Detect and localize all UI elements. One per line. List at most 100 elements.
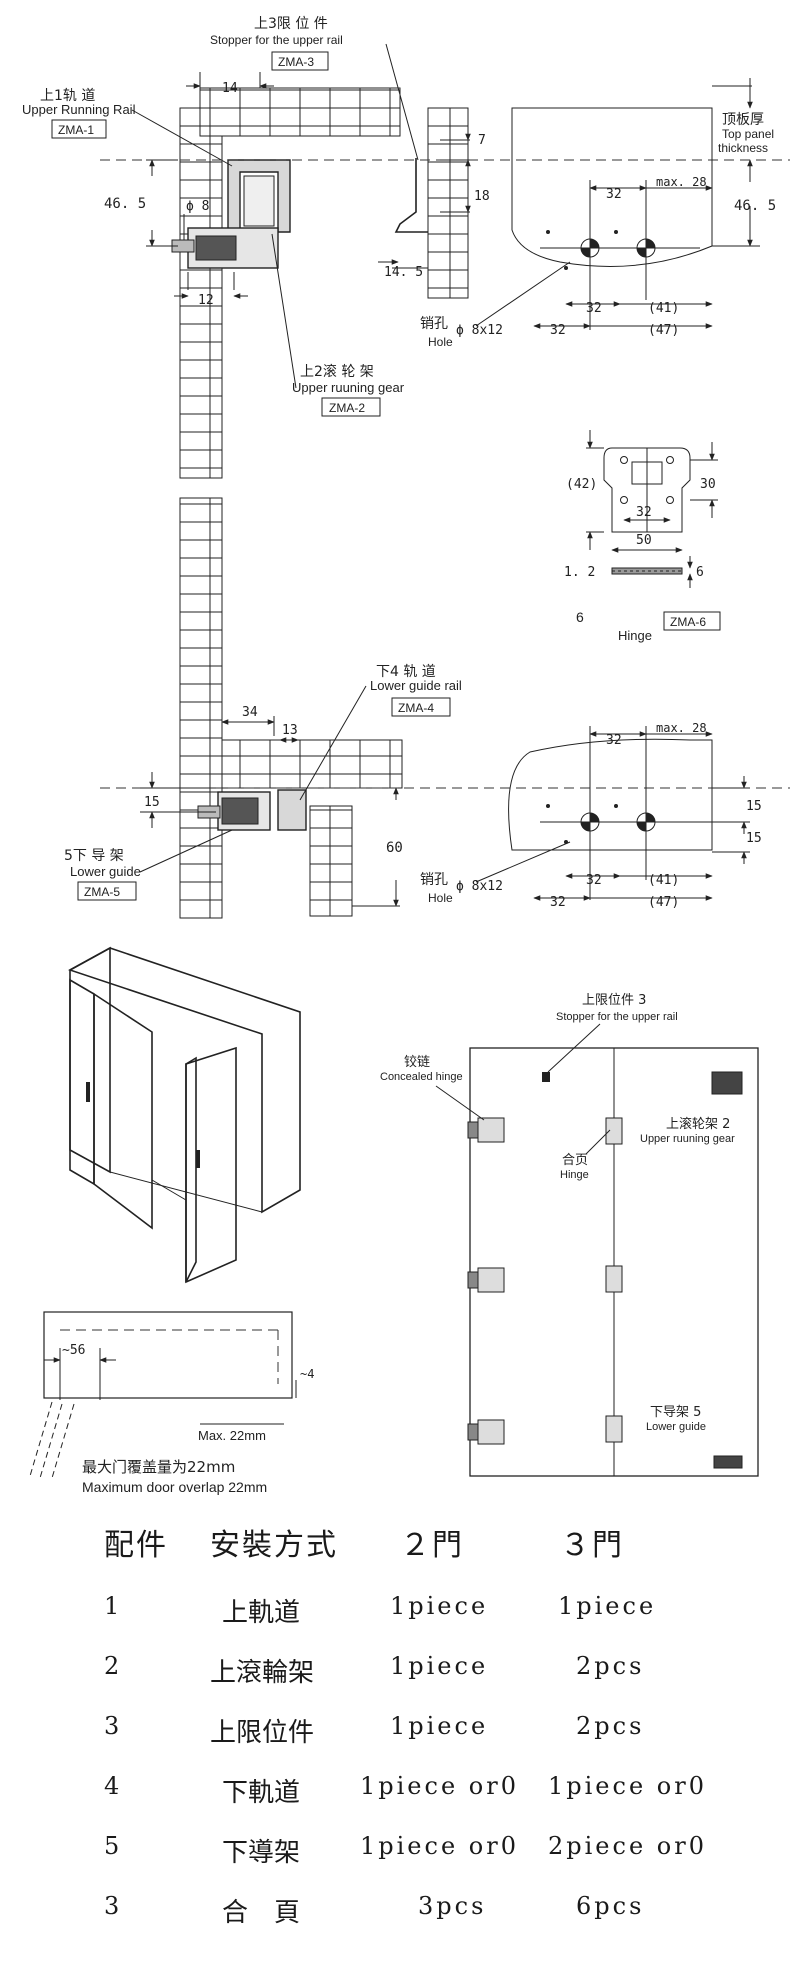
top-panel-label-en1: Top panel — [722, 127, 774, 141]
row-number: 5 — [104, 1832, 123, 1860]
elev-stopper-cn: 上限位件 3 — [582, 993, 646, 1008]
elev-hinge-cn: 合页 — [562, 1153, 588, 1168]
lower-rail-label-cn: 下4 轨 道 — [376, 664, 436, 680]
table-row: 5 下導架 1piece or0 2piece or0 — [60, 1832, 760, 1872]
dim-13: 13 — [282, 723, 298, 738]
gear-code: ZMA-2 — [329, 401, 365, 415]
door-panel-wall-lower — [179, 497, 223, 919]
dim-30: 30 — [700, 477, 716, 492]
cabinet-door-right — [185, 1046, 237, 1284]
row-number: 3 — [104, 1712, 123, 1740]
gear-label-en: Upper ruuning gear — [292, 380, 405, 395]
table-row: 3 上限位件 1piece 2pcs — [60, 1712, 760, 1752]
overlap-caption-cn: 最大门覆盖量为22mm — [82, 1458, 235, 1476]
dim-50: 50 — [636, 533, 652, 548]
row-three-door: 2pcs — [576, 1652, 645, 1680]
table-row: 1 上軌道 1piece 1piece — [60, 1592, 760, 1632]
lower-rail-code: ZMA-4 — [398, 701, 434, 715]
row-part-name: 合 頁 — [222, 1898, 301, 1928]
row-number: 3 — [104, 1892, 123, 1920]
dim-32-bottom-mid: 32 — [586, 873, 602, 888]
row-two-door: 3pcs — [418, 1892, 487, 1920]
overlap-caption-en: Maximum door overlap 22mm — [82, 1479, 267, 1495]
stopper-bracket — [394, 158, 428, 233]
bottom-panel-plan — [508, 738, 713, 851]
concealed-hinge-mid — [467, 1267, 505, 1293]
dim-max22: Max. 22mm — [198, 1428, 266, 1443]
upper-assembly-section: 14 46. 5 ϕ 8 12 7 18 14. 5 上1轨 道 Upper R… — [22, 16, 790, 919]
hinge-plate — [603, 447, 691, 533]
cabinet-door-left — [69, 978, 95, 1186]
hinge-code: ZMA-6 — [670, 615, 706, 629]
hole-label-cn-bottom: 销孔 — [420, 872, 448, 888]
dim-34: 34 — [242, 705, 258, 720]
dim-41-top: (41) — [648, 301, 679, 316]
concealed-hinge-top — [467, 1117, 505, 1143]
header-three-door: ３門 — [560, 1528, 624, 1563]
elev-guide-en: Lower guide — [646, 1421, 706, 1433]
lower-rail-profile — [277, 789, 307, 831]
row-three-door: 1piece — [558, 1592, 657, 1620]
dim-max28-bottom: max. 28 — [656, 721, 707, 735]
row-two-door: 1piece or0 — [360, 1832, 519, 1860]
stopper-label-en: Stopper for the upper rail — [210, 33, 343, 47]
dim-32-mid: 32 — [586, 301, 602, 316]
elevation-hinge-top — [605, 1117, 623, 1145]
upper-rail-label-cn: 上1轨 道 — [40, 88, 95, 104]
table-row: 4 下軌道 1piece or0 1piece or0 — [60, 1772, 760, 1812]
row-three-door: 6pcs — [576, 1892, 645, 1920]
row-three-door: 2piece or0 — [548, 1832, 707, 1860]
hinge-label-number: 6 — [576, 609, 584, 625]
lower-guide-rollers — [221, 797, 259, 825]
lower-guide-label-en: Lower guide — [70, 864, 141, 879]
header-two-door: ２門 — [400, 1528, 464, 1563]
row-two-door: 1piece or0 — [360, 1772, 519, 1800]
hole-label-en-top: Hole — [428, 335, 453, 349]
upper-rail-inner — [243, 175, 275, 227]
upper-gear-rollers — [195, 235, 237, 261]
row-part-name: 下導架 — [222, 1838, 301, 1868]
dim-15-left: 15 — [144, 795, 160, 810]
upper-rail-label-en: Upper Running Rail — [22, 102, 136, 117]
hinge-detail: (42) 30 32 50 1. 2 6 6 Hinge ZMA-6 — [564, 430, 721, 643]
dim-phi8: ϕ 8 — [186, 199, 209, 214]
row-number: 1 — [104, 1592, 123, 1620]
elevation-hinge-mid — [605, 1265, 623, 1293]
dim-32-top: 32 — [606, 187, 622, 202]
row-three-door: 2pcs — [576, 1712, 645, 1740]
dim-32-hinge: 32 — [636, 505, 652, 520]
elev-guide-cn: 下导架 5 — [650, 1405, 701, 1420]
elevation-guide-icon — [713, 1455, 743, 1469]
upper-rail-code: ZMA-1 — [58, 123, 94, 137]
row-part-name: 上限位件 — [210, 1718, 315, 1748]
dim-32-bottom-top: 32 — [606, 733, 622, 748]
elev-stopper-en: Stopper for the upper rail — [556, 1011, 678, 1023]
hole-label-cn-top: 销孔 — [420, 316, 448, 332]
dim-47-bottom: (47) — [648, 895, 679, 910]
table-row: 3 合 頁 3pcs 6pcs — [60, 1892, 760, 1932]
dim-32-bottom-low: 32 — [550, 895, 566, 910]
dim-42: (42) — [566, 477, 597, 492]
dim-14: 14 — [222, 81, 238, 96]
elev-concealed-en: Concealed hinge — [380, 1071, 463, 1083]
top-panel-plan — [511, 107, 713, 267]
dim-18: 18 — [474, 189, 490, 204]
hole-label-en-bottom: Hole — [428, 891, 453, 905]
dim-4: ~4 — [300, 1367, 314, 1381]
row-three-door: 1piece or0 — [548, 1772, 707, 1800]
dim-15-right-a: 15 — [746, 799, 762, 814]
elev-gear-en: Upper ruuning gear — [640, 1133, 735, 1145]
table-row: 2 上滾輪架 1piece 2pcs — [60, 1652, 760, 1692]
row-two-door: 1piece — [390, 1712, 489, 1740]
hinge-side-view — [611, 567, 683, 575]
front-elevation: 上限位件 3 Stopper for the upper rail 铰链 Con… — [380, 993, 759, 1477]
dim-60: 60 — [386, 840, 403, 856]
row-two-door: 1piece — [390, 1592, 489, 1620]
elevation-gear-icon — [711, 1071, 743, 1095]
table-header: 配件 安裝方式 ２門 ３門 — [60, 1520, 760, 1563]
dim-12: 12 — [198, 293, 214, 308]
lower-side-wall — [309, 805, 353, 917]
hinge-label-en: Hinge — [618, 628, 652, 643]
dim-7: 7 — [478, 133, 486, 148]
header-part: 配件 — [104, 1528, 168, 1563]
